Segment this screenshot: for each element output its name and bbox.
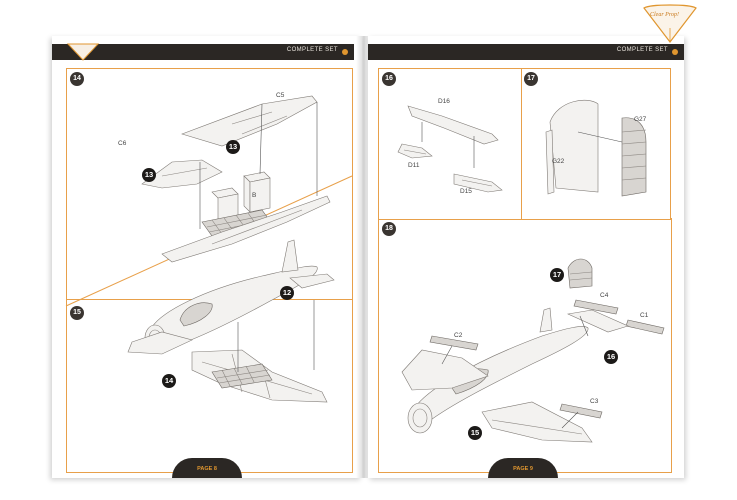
part-label-d15: D15 (460, 188, 472, 195)
part-label-d11: D11 (408, 162, 420, 169)
callout-13: 13 (142, 168, 156, 182)
step-17-drawing (545, 99, 647, 197)
header-dot-icon (342, 49, 348, 55)
left-page: COMPLETE SET 14 (52, 36, 362, 478)
logo-text: Clear Prop! (650, 12, 679, 18)
part-label-c3: C3 (590, 398, 599, 405)
step-16-frame (378, 68, 522, 220)
page-footer: PAGE 8 (172, 452, 242, 478)
callout-12: 12 (280, 286, 294, 300)
logo-icon (66, 43, 100, 61)
callout-13: 13 (226, 140, 240, 154)
callout-14: 14 (162, 374, 176, 388)
part-label-b: B (252, 192, 257, 199)
page-header: COMPLETE SET (52, 44, 354, 60)
header-title: COMPLETE SET (286, 47, 338, 53)
part-label-c4: C4 (600, 292, 609, 299)
callout-16: 16 (604, 350, 618, 364)
step-17-frame (520, 68, 671, 220)
header-dot-icon (672, 49, 678, 55)
step-number: 15 (70, 306, 84, 320)
part-label-g22: G22 (552, 158, 565, 165)
step-15-aircraft-drawing (127, 239, 335, 403)
step-14-drawing (141, 95, 331, 263)
step-number: 14 (70, 72, 84, 86)
right-page: COMPLETE SET 16 D16 D11 D15 17 G27 G22 (368, 36, 684, 478)
part-label-g27: G27 (634, 116, 647, 123)
page-number: PAGE 8 (197, 466, 217, 472)
clear-prop-logo-icon (643, 4, 697, 43)
callout-15: 15 (468, 426, 482, 440)
callout-17: 17 (550, 268, 564, 282)
step-number: 16 (382, 72, 396, 86)
step-15-frame (66, 298, 353, 473)
step-18-aircraft-drawing (401, 258, 665, 443)
step-16-drawing (397, 105, 503, 193)
step-number: 17 (524, 72, 538, 86)
page-number: PAGE 9 (513, 466, 533, 472)
header-title: COMPLETE SET (616, 47, 668, 53)
part-label-d16: D16 (438, 98, 450, 105)
part-label-c5: C5 (276, 92, 285, 99)
part-label-c6: C6 (118, 140, 127, 147)
page-header: COMPLETE SET (368, 44, 684, 60)
step-number: 18 (382, 222, 396, 236)
part-label-c2: C2 (454, 332, 463, 339)
part-label-c1: C1 (640, 312, 649, 319)
page-footer: PAGE 9 (488, 452, 558, 478)
